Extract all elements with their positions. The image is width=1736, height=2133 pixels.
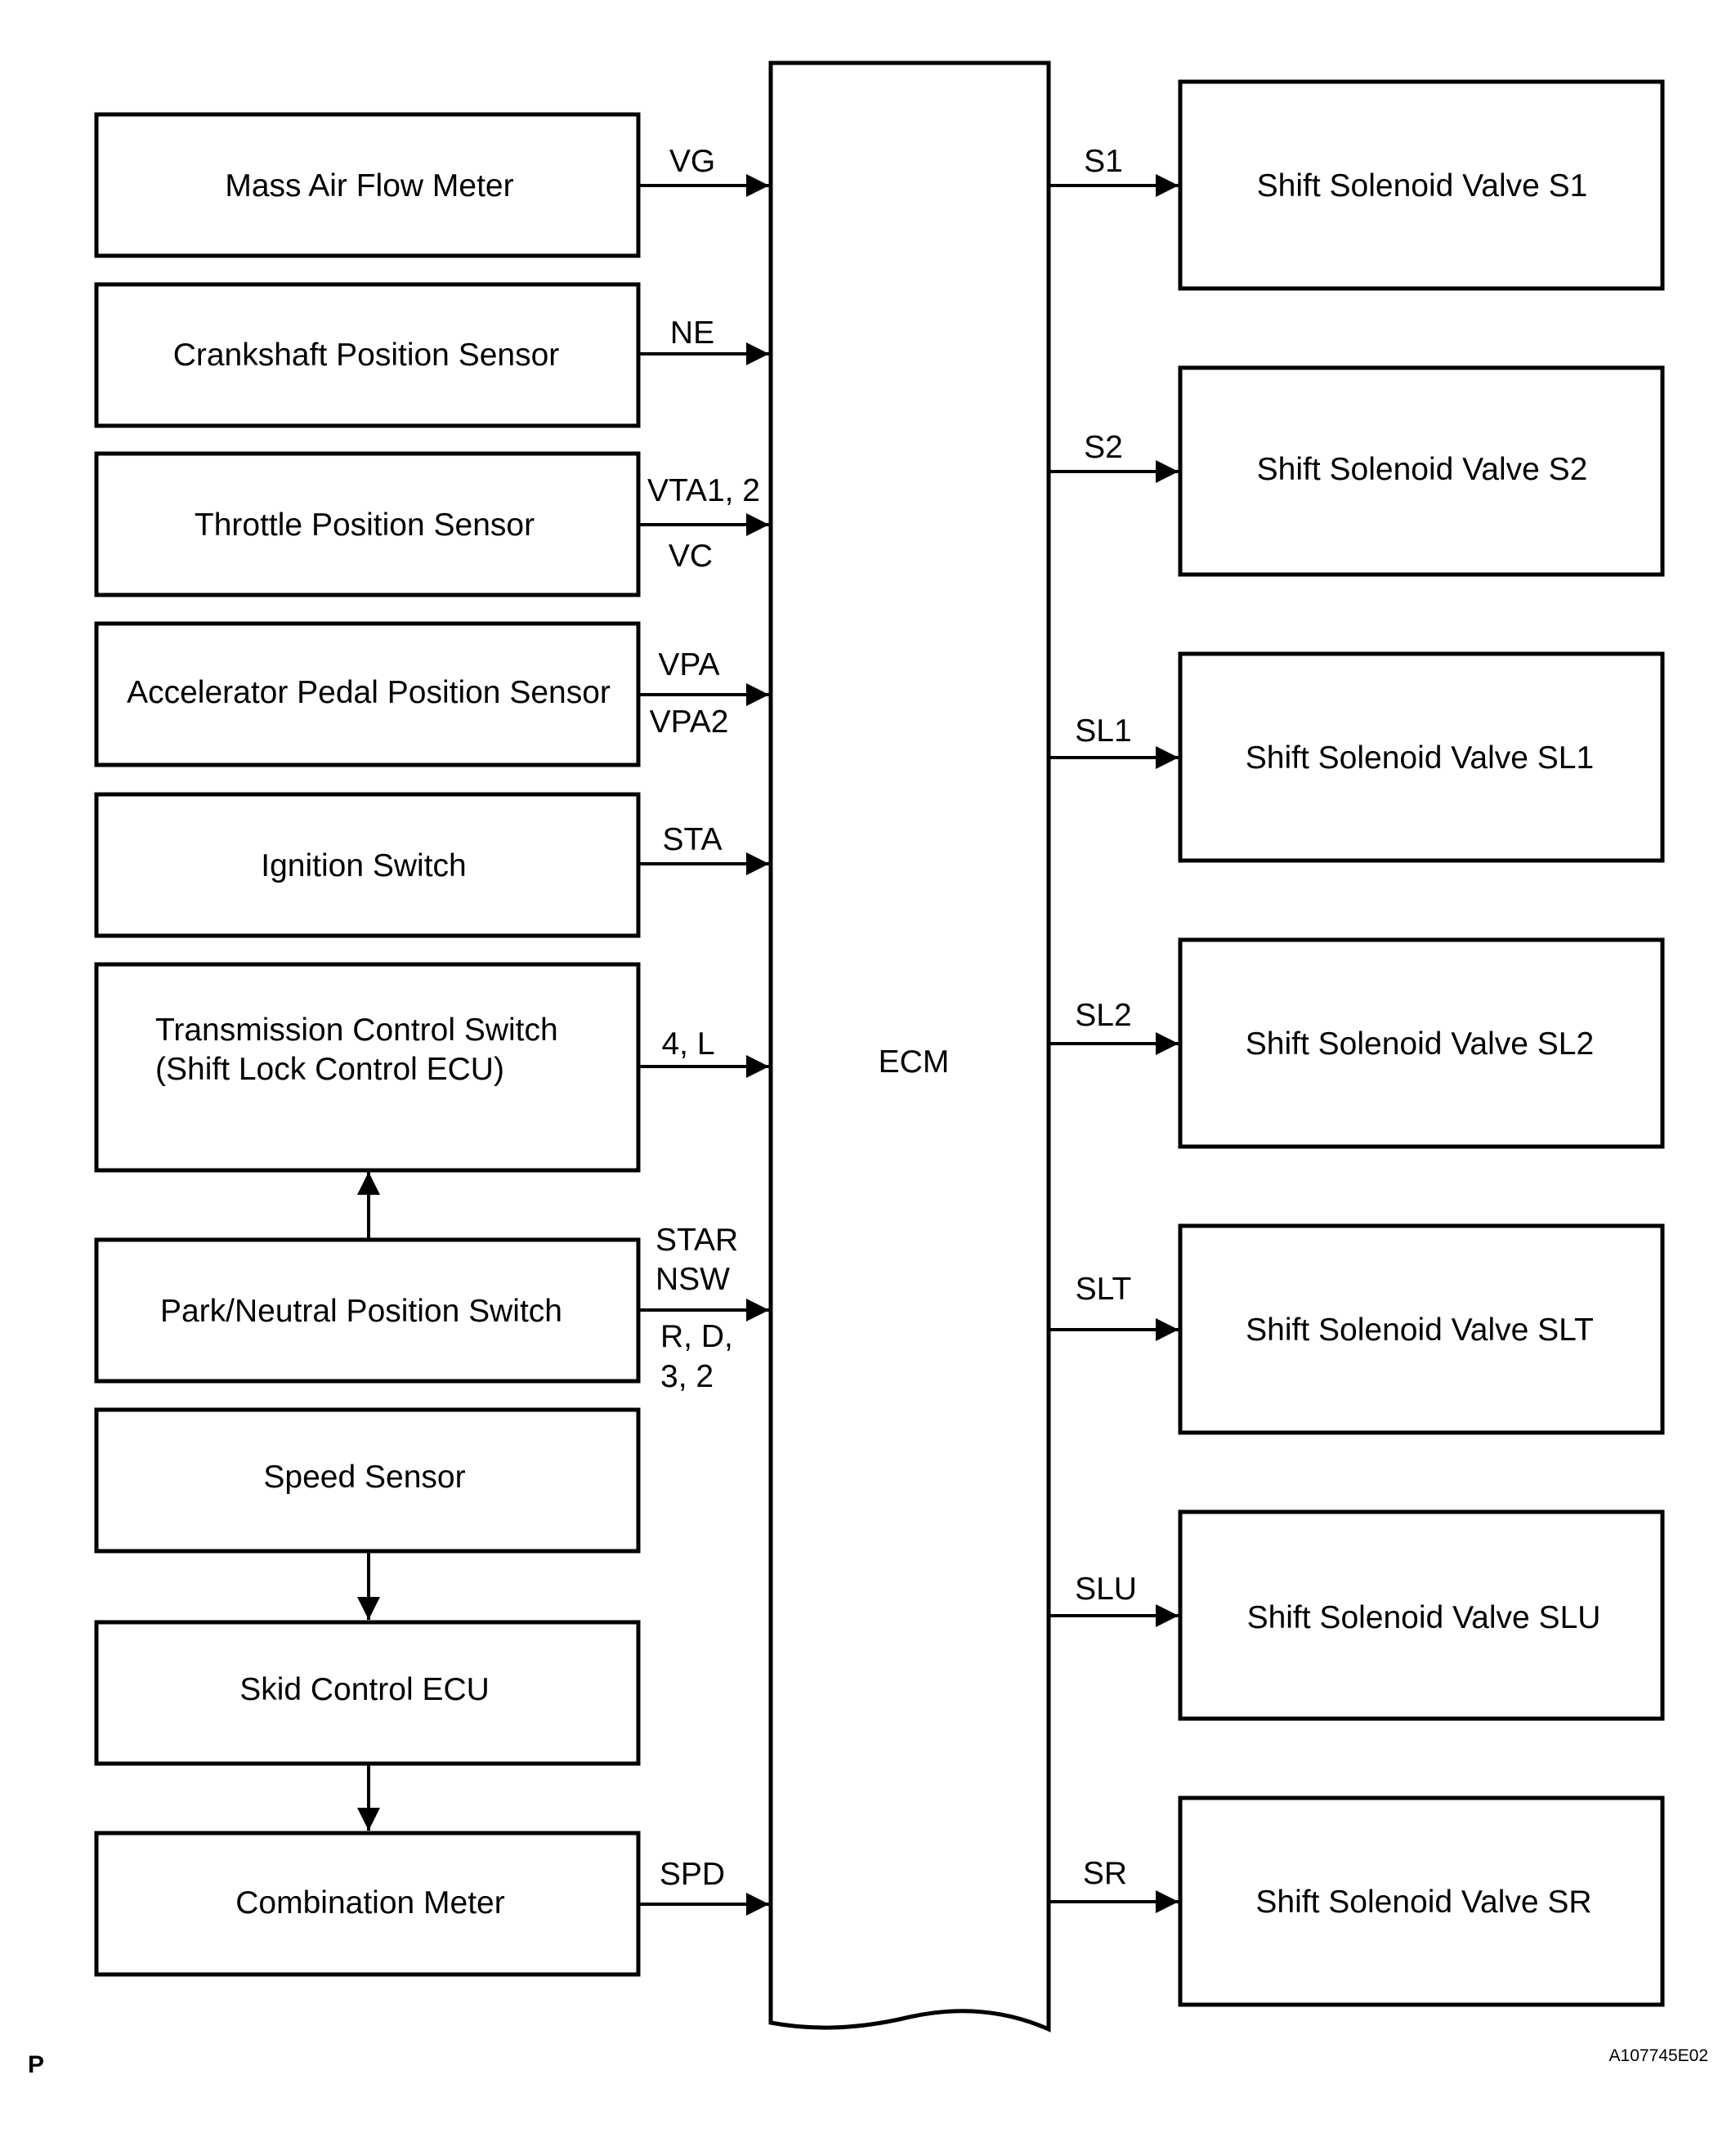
shift-solenoid-valve-sl1-box <box>1178 651 1665 863</box>
shift-solenoid-valve-slu-label: Shift Solenoid Valve SLU <box>1247 1600 1601 1635</box>
throttle-position-sensor-label: Throttle Position Sensor <box>195 508 535 543</box>
output-shift-solenoid-valve-slu: SLU Shift Solenoid Valve SLU <box>1050 1509 1665 1721</box>
speed-sensor-box <box>94 1407 641 1554</box>
slt-signal-label: SLT <box>1076 1272 1132 1307</box>
output-shift-solenoid-valve-sl2: SL2 Shift Solenoid Valve SL2 <box>1050 937 1665 1149</box>
vg-signal-label: VG <box>669 144 715 179</box>
s1-signal-label: S1 <box>1084 144 1123 179</box>
input-speed-sensor: Speed Sensor <box>94 1407 641 1554</box>
spd-signal-label: SPD <box>660 1857 725 1892</box>
shift-solenoid-valve-s1-box <box>1178 79 1665 291</box>
mass-air-flow-meter-label: Mass Air Flow Meter <box>225 168 513 203</box>
shift-solenoid-valve-sl2-label: Shift Solenoid Valve SL2 <box>1246 1026 1594 1062</box>
star-signal-label: STAR <box>655 1223 738 1258</box>
sr-signal-label: SR <box>1083 1856 1127 1891</box>
throttle-position-sensor-box <box>94 451 641 597</box>
output-shift-solenoid-valve-slt: SLT Shift Solenoid Valve SLT <box>1050 1223 1665 1435</box>
input-crankshaft-position-sensor: Crankshaft Position Sensor NE <box>94 282 769 428</box>
speed-sensor-label: Speed Sensor <box>263 1460 465 1495</box>
accelerator-pedal-position-sensor-box <box>94 621 641 767</box>
ecm-block: ECM <box>768 60 1051 2032</box>
rd-signal-label: R, D, <box>660 1319 733 1354</box>
combination-meter-label: Combination Meter <box>235 1885 504 1921</box>
three-two-signal-label: 3, 2 <box>660 1359 714 1394</box>
shift-lock-control-ecu-label: (Shift Lock Control ECU) <box>155 1052 504 1087</box>
combination-meter-box <box>94 1831 641 1977</box>
ne-signal-label: NE <box>670 315 714 351</box>
s2-signal-label: S2 <box>1084 430 1123 465</box>
park-neutral-position-switch-label: Park/Neutral Position Switch <box>160 1294 562 1329</box>
mass-air-flow-meter-box <box>94 112 641 258</box>
output-shift-solenoid-valve-s1: S1 Shift Solenoid Valve S1 <box>1050 79 1665 291</box>
page-marker-p: P <box>28 2051 44 2078</box>
output-shift-solenoid-valve-s2: S2 Shift Solenoid Valve S2 <box>1050 365 1665 577</box>
skid-control-ecu-label: Skid Control ECU <box>239 1672 490 1707</box>
shift-solenoid-valve-sl1-label: Shift Solenoid Valve SL1 <box>1246 740 1594 776</box>
shift-solenoid-valve-slu-box <box>1178 1509 1665 1721</box>
input-mass-air-flow-meter: Mass Air Flow Meter VG <box>94 112 769 258</box>
vpa2-signal-label: VPA2 <box>650 704 729 740</box>
slu-signal-label: SLU <box>1075 1572 1137 1607</box>
sl2-signal-label: SL2 <box>1075 998 1131 1033</box>
skid-control-ecu-box <box>94 1620 641 1766</box>
park-neutral-position-switch-box <box>94 1237 641 1384</box>
input-park-neutral-position-switch: Park/Neutral Position Switch STAR NSW R,… <box>94 1223 769 1394</box>
accelerator-pedal-position-sensor-label: Accelerator Pedal Position Sensor <box>127 675 611 710</box>
shift-solenoid-valve-s1-label: Shift Solenoid Valve S1 <box>1257 168 1588 203</box>
crankshaft-position-sensor-box <box>94 282 641 428</box>
transmission-control-switch-box <box>94 962 641 1173</box>
shift-solenoid-valve-slt-label: Shift Solenoid Valve SLT <box>1246 1312 1594 1348</box>
input-ignition-switch: Ignition Switch STA <box>94 792 769 938</box>
shift-solenoid-valve-sl2-box <box>1178 937 1665 1149</box>
ecm-outline <box>768 60 1051 2032</box>
shift-solenoid-valve-sr-box <box>1178 1795 1665 2007</box>
ignition-switch-box <box>94 792 641 938</box>
input-throttle-position-sensor: Throttle Position Sensor VTA1, 2 VC <box>94 451 769 597</box>
shift-solenoid-valve-s2-box <box>1178 365 1665 577</box>
transmission-control-switch-label: Transmission Control Switch <box>155 1013 558 1048</box>
vc-signal-label: VC <box>669 539 713 574</box>
vta-signal-label: VTA1, 2 <box>647 473 760 508</box>
input-transmission-control-switch: Transmission Control Switch (Shift Lock … <box>94 962 769 1173</box>
sl1-signal-label: SL1 <box>1075 713 1131 749</box>
ecm-label: ECM <box>879 1044 950 1080</box>
shift-solenoid-valve-slt-box <box>1178 1223 1665 1435</box>
output-shift-solenoid-valve-sr: SR Shift Solenoid Valve SR <box>1050 1795 1665 2007</box>
input-combination-meter: Combination Meter SPD <box>94 1831 769 1977</box>
ignition-switch-label: Ignition Switch <box>261 848 466 883</box>
sta-signal-label: STA <box>663 822 723 857</box>
nsw-signal-label: NSW <box>655 1262 730 1297</box>
shift-solenoid-valve-s2-label: Shift Solenoid Valve S2 <box>1257 452 1588 487</box>
vpa-signal-label: VPA <box>658 647 719 682</box>
input-skid-control-ecu: Skid Control ECU <box>94 1620 641 1766</box>
input-accelerator-pedal-position-sensor: Accelerator Pedal Position Sensor VPA VP… <box>94 621 769 767</box>
shift-solenoid-valve-sr-label: Shift Solenoid Valve SR <box>1255 1885 1591 1920</box>
figure-id: A107745E02 <box>1609 2046 1708 2065</box>
four-l-signal-label: 4, L <box>661 1026 714 1062</box>
output-shift-solenoid-valve-sl1: SL1 Shift Solenoid Valve SL1 <box>1050 651 1665 863</box>
crankshaft-position-sensor-label: Crankshaft Position Sensor <box>173 338 560 373</box>
